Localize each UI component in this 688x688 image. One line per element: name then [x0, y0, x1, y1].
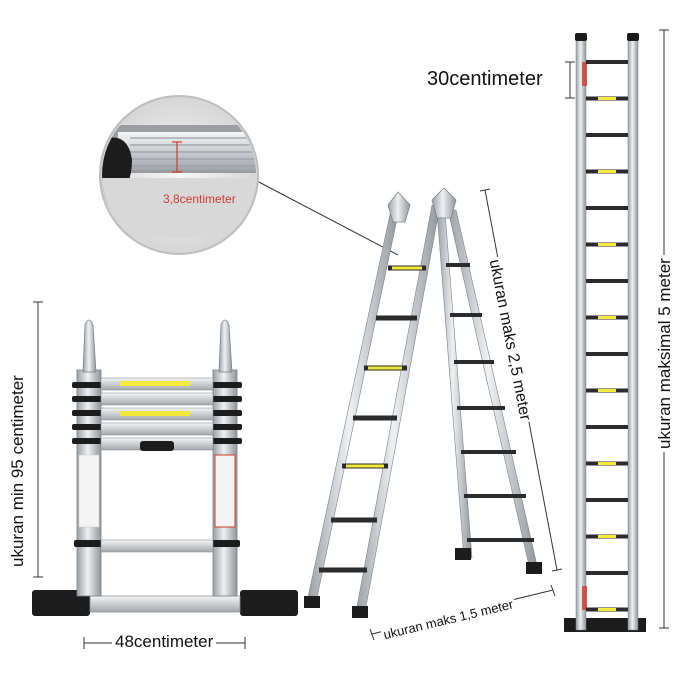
- extended-rung: [586, 279, 628, 283]
- a-frame-ladder: [304, 187, 563, 641]
- rung-spacing-label: 30centimeter: [427, 68, 543, 90]
- a-frame-hinge-left: [387, 191, 411, 223]
- max-height-label: ukuran maksimal 5 meter: [655, 255, 675, 452]
- warning-sticker-right: [214, 454, 236, 528]
- warning-sticker-left: [78, 454, 100, 528]
- extended-rung-stripe: [598, 535, 616, 538]
- zoom-detail: [99, 95, 399, 256]
- a-frame-hinge-right: [431, 187, 457, 219]
- extended-rung: [586, 133, 628, 137]
- extended-rung-stripe: [598, 316, 616, 319]
- extended-rung-stripe: [598, 462, 616, 465]
- extended-rungs: [586, 60, 628, 612]
- rung-spacing-dimension: [565, 61, 575, 99]
- extended-right-stile: [627, 37, 639, 631]
- right-hinge: [218, 319, 233, 373]
- extended-rung: [586, 498, 628, 502]
- min-height-label: ukuran min 95 centimeter: [8, 372, 28, 570]
- extended-rung: [586, 206, 628, 210]
- base-width-label: 48centimeter: [112, 632, 217, 652]
- rung-height-marker: [172, 141, 182, 173]
- extended-rung-stripe: [598, 243, 616, 246]
- extended-rung-stripe: [598, 389, 616, 392]
- base-bar: [89, 595, 241, 613]
- folded-ladder: [32, 301, 298, 649]
- right-foot: [240, 590, 298, 616]
- extended-left-stile: [575, 37, 587, 631]
- extended-rung: [586, 352, 628, 356]
- stacked-rungs: [100, 377, 214, 553]
- zoom-leader-line: [254, 179, 399, 256]
- front-leg-left: [306, 204, 401, 603]
- left-foot: [32, 590, 90, 616]
- extended-rung-stripe: [598, 97, 616, 100]
- extended-rung: [586, 425, 628, 429]
- rung-height-label: 3,8centimeter: [163, 192, 236, 206]
- extended-rung-stripe: [598, 170, 616, 173]
- extended-rung: [586, 571, 628, 575]
- extended-rung: [586, 60, 628, 64]
- min-height-dimension: [33, 301, 43, 578]
- left-hinge: [82, 319, 97, 373]
- extended-rung-stripe: [598, 608, 616, 611]
- extended-ladder: [564, 29, 669, 632]
